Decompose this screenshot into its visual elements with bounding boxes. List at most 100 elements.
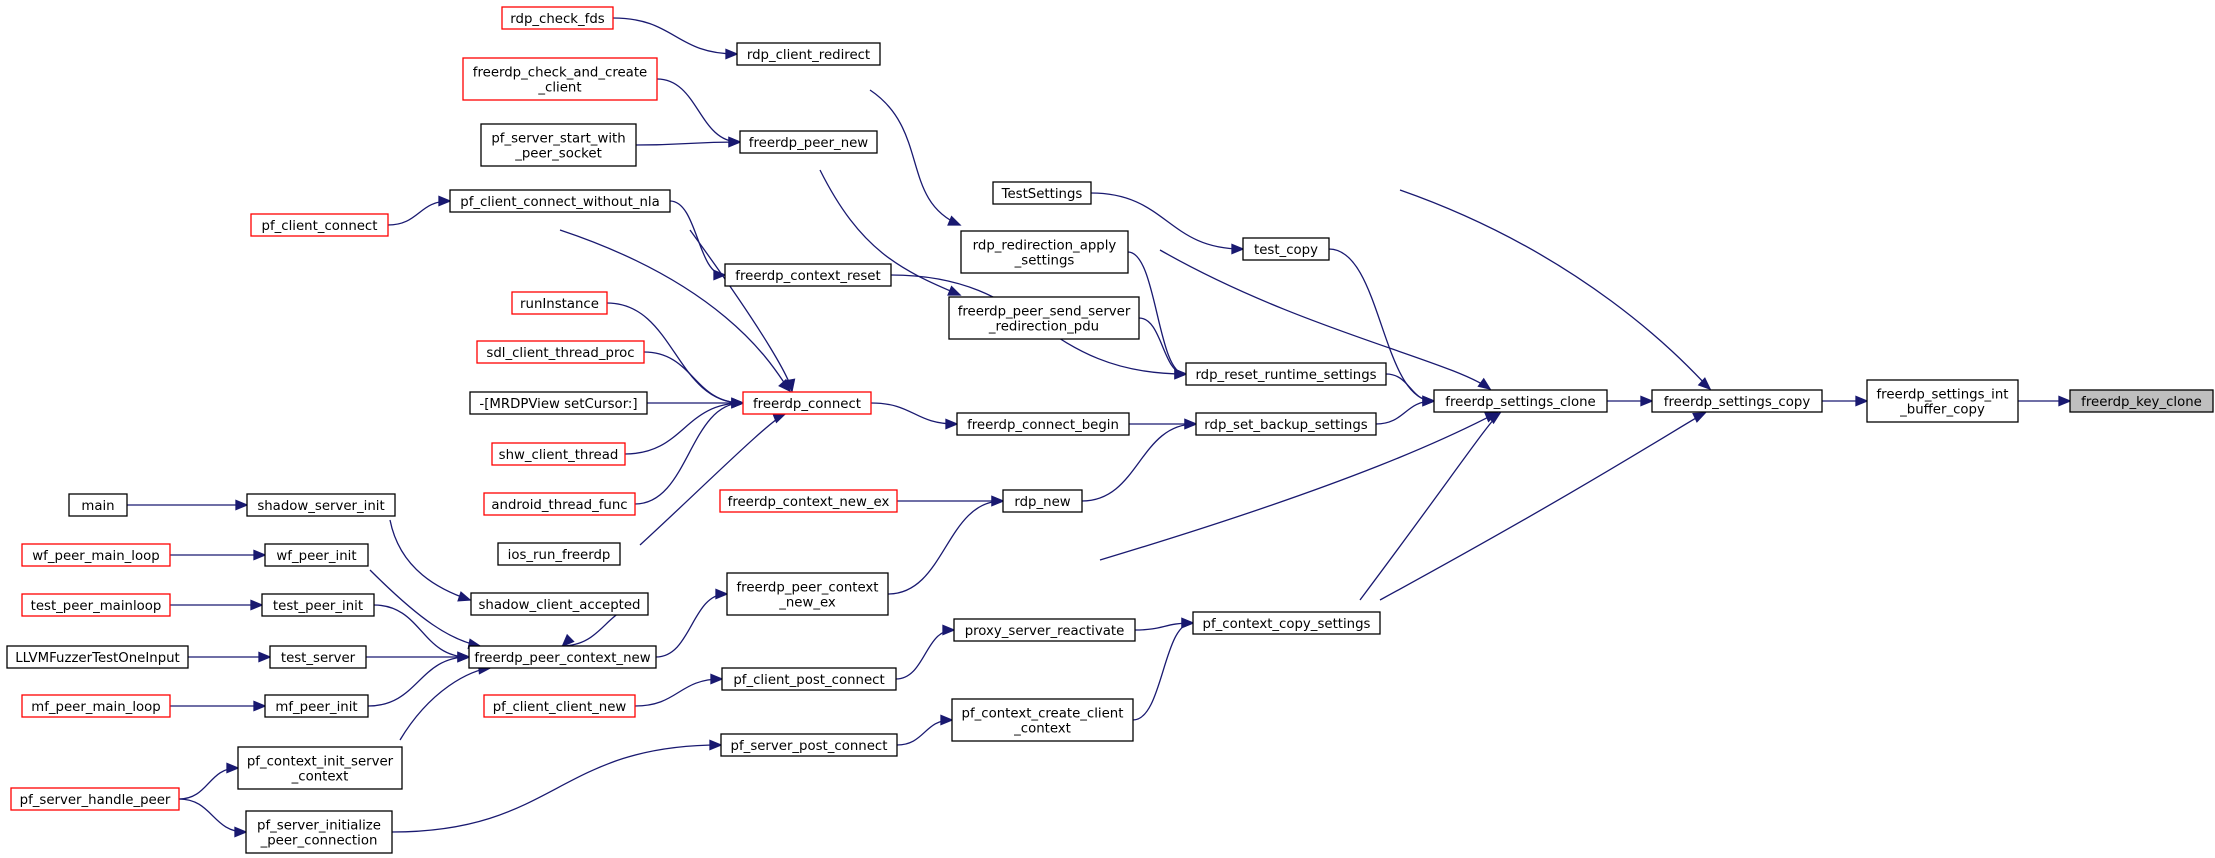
node-shw-client-thread[interactable]: shw_client_thread [491, 442, 626, 466]
node-mf-peer-main-loop[interactable]: mf_peer_main_loop [21, 694, 171, 718]
node-box-pf-client-client-new[interactable] [483, 694, 636, 718]
node-llvmfuzzertestoneinput[interactable]: LLVMFuzzerTestOneInput [6, 645, 189, 669]
node-rdp-check-fds[interactable]: rdp_check_fds [501, 6, 614, 30]
node-box-proxy-server-reactivate[interactable] [953, 618, 1136, 642]
node-box-pf-context-init-server-context[interactable] [237, 746, 403, 790]
node-box-freerdp-peer-new[interactable] [739, 130, 878, 154]
node-box-test-peer-init[interactable] [261, 593, 375, 617]
node-box-pf-client-connect-without-nla[interactable] [449, 189, 671, 213]
node-box-ios-run-freerdp[interactable] [497, 542, 621, 566]
node-sdl-client-thread-proc[interactable]: sdl_client_thread_proc [476, 340, 645, 364]
node-box-pf-client-post-connect[interactable] [721, 667, 897, 691]
node-box-pf-server-post-connect[interactable] [720, 733, 898, 757]
node-box-pf-server-handle-peer[interactable] [10, 787, 180, 811]
node-pf-client-client-new[interactable]: pf_client_client_new [483, 694, 636, 718]
node-freerdp-check-and-create-client[interactable]: freerdp_check_and_create_client [462, 57, 658, 101]
node-box-rdp-new[interactable] [1002, 489, 1083, 513]
node-box-testsettings[interactable] [992, 181, 1092, 205]
node-freerdp-context-reset[interactable]: freerdp_context_reset [724, 263, 892, 287]
node-box-rdp-client-redirect[interactable] [736, 42, 881, 66]
node-test-copy[interactable]: test_copy [1242, 237, 1330, 261]
node-box-freerdp-settings-copy[interactable] [1651, 389, 1823, 413]
node-box-mf-peer-main-loop[interactable] [21, 694, 171, 718]
node-freerdp-context-new-ex[interactable]: freerdp_context_new_ex [719, 489, 898, 513]
node-box-llvmfuzzertestoneinput[interactable] [6, 645, 189, 669]
node-pf-client-connect[interactable]: pf_client_connect [250, 213, 389, 237]
node-rdp-set-backup-settings[interactable]: rdp_set_backup_settings [1195, 412, 1377, 436]
node-box-freerdp-peer-send-server-redirection-pdu[interactable] [948, 296, 1140, 340]
node-box-pf-context-copy-settings[interactable] [1192, 611, 1381, 635]
node-pf-context-copy-settings[interactable]: pf_context_copy_settings [1192, 611, 1381, 635]
node-pf-context-init-server-context[interactable]: pf_context_init_server_context [237, 746, 403, 790]
node-freerdp-peer-context-new-ex[interactable]: freerdp_peer_context_new_ex [726, 572, 889, 616]
node-pf-server-handle-peer[interactable]: pf_server_handle_peer [10, 787, 180, 811]
node-mrdpview-setcursor[interactable]: -[MRDPView setCursor:] [469, 391, 648, 415]
node-ios-run-freerdp[interactable]: ios_run_freerdp [497, 542, 621, 566]
node-rdp-client-redirect[interactable]: rdp_client_redirect [736, 42, 881, 66]
node-rdp-new[interactable]: rdp_new [1002, 489, 1083, 513]
node-box-pf-server-start-with-peer-socket[interactable] [480, 123, 637, 167]
node-testsettings[interactable]: TestSettings [992, 181, 1092, 205]
node-box-main[interactable] [68, 493, 128, 517]
node-box-freerdp-settings-int-buffer-copy[interactable] [1866, 379, 2019, 423]
node-main[interactable]: main [68, 493, 128, 517]
node-pf-server-post-connect[interactable]: pf_server_post_connect [720, 733, 898, 757]
node-box-wf-peer-main-loop[interactable] [21, 543, 171, 567]
node-freerdp-connect-begin[interactable]: freerdp_connect_begin [956, 412, 1130, 436]
node-test-server[interactable]: test_server [269, 645, 367, 669]
node-box-mf-peer-init[interactable] [264, 694, 369, 718]
node-box-freerdp-settings-clone[interactable] [1433, 389, 1608, 413]
node-shadow-server-init[interactable]: shadow_server_init [246, 493, 396, 517]
node-box-pf-context-create-client-context[interactable] [951, 698, 1134, 742]
node-rdp-redirection-apply-settings[interactable]: rdp_redirection_apply_settings [960, 230, 1129, 274]
node-proxy-server-reactivate[interactable]: proxy_server_reactivate [953, 618, 1136, 642]
node-wf-peer-main-loop[interactable]: wf_peer_main_loop [21, 543, 171, 567]
node-freerdp-peer-context-new[interactable]: freerdp_peer_context_new [468, 645, 657, 669]
node-runinstance[interactable]: runInstance [511, 291, 608, 315]
node-box-rdp-reset-runtime-settings[interactable] [1185, 362, 1387, 386]
node-box-wf-peer-init[interactable] [264, 543, 369, 567]
node-box-shadow-server-init[interactable] [246, 493, 396, 517]
node-box-freerdp-context-reset[interactable] [724, 263, 892, 287]
node-mf-peer-init[interactable]: mf_peer_init [264, 694, 369, 718]
node-box-freerdp-key-clone[interactable] [2069, 389, 2214, 413]
node-rdp-reset-runtime-settings[interactable]: rdp_reset_runtime_settings [1185, 362, 1387, 386]
node-box-rdp-redirection-apply-settings[interactable] [960, 230, 1129, 274]
node-test-peer-mainloop[interactable]: test_peer_mainloop [21, 593, 171, 617]
node-box-freerdp-context-new-ex[interactable] [719, 489, 898, 513]
node-box-shadow-client-accepted[interactable] [470, 592, 649, 616]
node-box-mrdpview-setcursor[interactable] [469, 391, 648, 415]
node-box-rdp-set-backup-settings[interactable] [1195, 412, 1377, 436]
node-wf-peer-init[interactable]: wf_peer_init [264, 543, 369, 567]
node-box-freerdp-peer-context-new[interactable] [468, 645, 657, 669]
node-pf-client-post-connect[interactable]: pf_client_post_connect [721, 667, 897, 691]
node-box-shw-client-thread[interactable] [491, 442, 626, 466]
node-shadow-client-accepted[interactable]: shadow_client_accepted [470, 592, 649, 616]
node-box-freerdp-check-and-create-client[interactable] [462, 57, 658, 101]
node-freerdp-peer-send-server-redirection-pdu[interactable]: freerdp_peer_send_server_redirection_pdu [948, 296, 1140, 340]
node-box-freerdp-connect-begin[interactable] [956, 412, 1130, 436]
node-box-pf-server-initialize-peer-connection[interactable] [245, 810, 393, 854]
node-box-freerdp-connect[interactable] [742, 391, 872, 415]
node-box-test-peer-mainloop[interactable] [21, 593, 171, 617]
node-box-runinstance[interactable] [511, 291, 608, 315]
node-box-freerdp-peer-context-new-ex[interactable] [726, 572, 889, 616]
node-freerdp-settings-int-buffer-copy[interactable]: freerdp_settings_int_buffer_copy [1866, 379, 2019, 423]
node-box-test-server[interactable] [269, 645, 367, 669]
node-pf-client-connect-without-nla[interactable]: pf_client_connect_without_nla [449, 189, 671, 213]
node-pf-server-initialize-peer-connection[interactable]: pf_server_initialize_peer_connection [245, 810, 393, 854]
node-freerdp-key-clone[interactable]: freerdp_key_clone [2069, 389, 2214, 413]
node-box-pf-client-connect[interactable] [250, 213, 389, 237]
node-freerdp-peer-new[interactable]: freerdp_peer_new [739, 130, 878, 154]
node-test-peer-init[interactable]: test_peer_init [261, 593, 375, 617]
node-freerdp-settings-clone[interactable]: freerdp_settings_clone [1433, 389, 1608, 413]
node-box-test-copy[interactable] [1242, 237, 1330, 261]
node-android-thread-func[interactable]: android_thread_func [483, 492, 636, 516]
node-pf-server-start-with-peer-socket[interactable]: pf_server_start_with_peer_socket [480, 123, 637, 167]
node-box-rdp-check-fds[interactable] [501, 6, 614, 30]
node-freerdp-settings-copy[interactable]: freerdp_settings_copy [1651, 389, 1823, 413]
node-box-sdl-client-thread-proc[interactable] [476, 340, 645, 364]
node-freerdp-connect[interactable]: freerdp_connect [742, 391, 872, 415]
node-pf-context-create-client-context[interactable]: pf_context_create_client_context [951, 698, 1134, 742]
node-box-android-thread-func[interactable] [483, 492, 636, 516]
